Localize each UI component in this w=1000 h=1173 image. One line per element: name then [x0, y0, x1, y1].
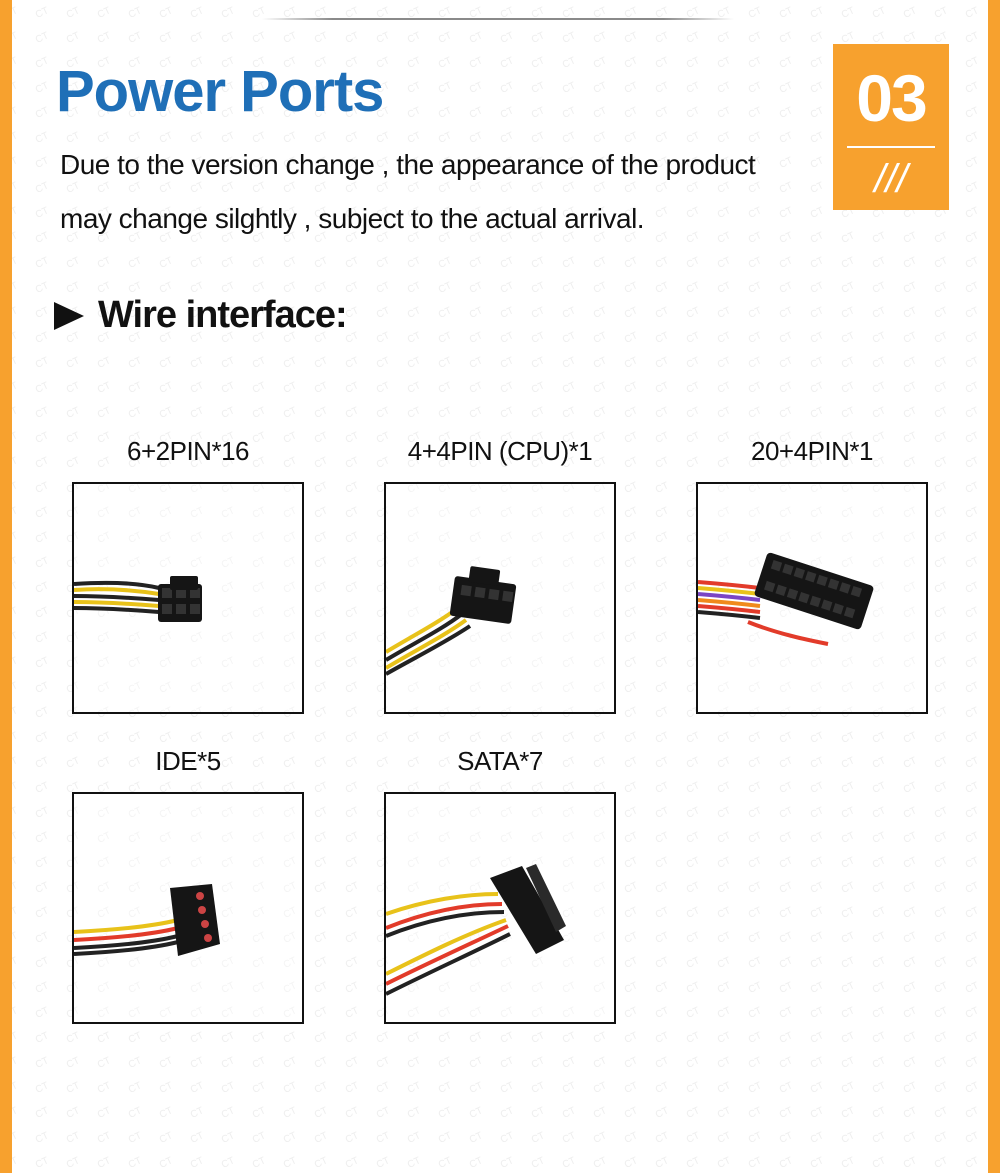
connector-item-ide: IDE*5	[72, 744, 304, 1024]
pcie-6-2-pin-connector-icon	[74, 576, 202, 622]
molex-ide-connector-icon	[74, 884, 220, 956]
connector-label: 6+2PIN*16	[127, 436, 249, 466]
triangle-bullet-icon	[54, 301, 84, 330]
connector-item-sata: SATA*7	[384, 744, 616, 1024]
connector-label: SATA*7	[457, 746, 543, 776]
sata-power-connector-icon	[386, 864, 566, 996]
section-number: 03	[856, 61, 927, 135]
section-heading: Wire interface:	[54, 294, 348, 337]
disclaimer-text: Due to the version change , the appearan…	[60, 138, 800, 246]
connector-photo-frame	[384, 482, 616, 714]
connector-photo-frame	[72, 482, 304, 714]
connector-item-cpu: 4+4PIN (CPU)*1	[384, 434, 616, 714]
connector-label: 20+4PIN*1	[751, 436, 873, 466]
cpu-4-4-pin-connector-icon	[386, 566, 517, 676]
connector-label: IDE*5	[155, 746, 221, 776]
disclaimer-line-2: may change silghtly , subject to the act…	[60, 203, 645, 234]
badge-slash-mark: ///	[874, 157, 908, 201]
section-heading-label: Wire interface:	[98, 294, 348, 336]
page-title: Power Ports	[56, 59, 384, 124]
top-divider	[262, 18, 734, 20]
connector-photo-frame	[384, 792, 616, 1024]
right-accent-border	[988, 0, 1000, 1173]
left-accent-border	[0, 0, 12, 1173]
connector-item-atx: 20+4PIN*1	[696, 434, 928, 714]
badge-divider	[847, 146, 935, 148]
connector-label: 4+4PIN (CPU)*1	[407, 436, 593, 466]
connector-item-pcie: 6+2PIN*16	[72, 434, 304, 714]
connector-photo-frame	[72, 792, 304, 1024]
section-number-badge: 03 ///	[833, 44, 949, 210]
disclaimer-line-1: Due to the version change , the appearan…	[60, 149, 756, 180]
connector-photo-frame	[696, 482, 928, 714]
atx-20-4-pin-connector-icon	[698, 552, 874, 646]
